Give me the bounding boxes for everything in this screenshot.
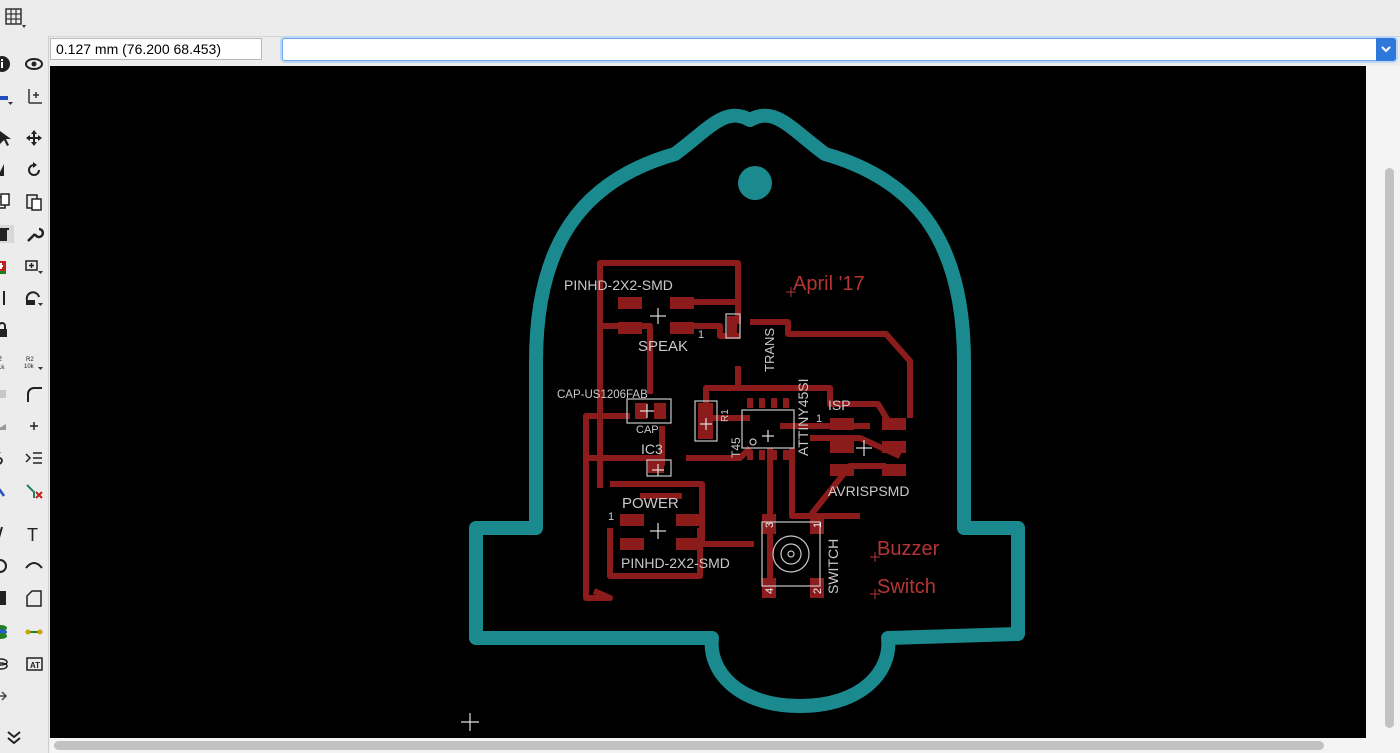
wire-icon[interactable] — [0, 448, 14, 468]
chevron-down-icon — [1381, 46, 1391, 53]
vertical-scroll-thumb[interactable] — [1385, 168, 1394, 728]
hole-icon[interactable] — [0, 654, 14, 674]
line-icon[interactable] — [0, 524, 14, 544]
label-power: POWER — [622, 495, 679, 512]
miter-icon[interactable] — [0, 384, 14, 404]
copy-icon[interactable] — [0, 192, 14, 212]
component-outlines — [626, 313, 821, 587]
command-line-input[interactable] — [285, 39, 1375, 62]
label-speak: SPEAK — [638, 338, 688, 355]
circle-icon[interactable] — [0, 556, 14, 576]
coordinate-display: 0.127 mm (76.200 68.453) — [50, 38, 262, 60]
svg-text:1k: 1k — [0, 365, 5, 371]
label-ic3: IC3 — [641, 441, 663, 457]
mirror-icon[interactable] — [0, 160, 14, 180]
label-pin1-b: 1 — [816, 413, 822, 425]
label-isp: ISP — [828, 397, 851, 413]
polygon-icon[interactable] — [24, 588, 44, 608]
board-canvas[interactable]: PINHD-2X2-SMD SPEAK 1 TRANS ATTINY45SI C… — [50, 66, 1366, 738]
grid-icon[interactable] — [4, 6, 26, 28]
mark-icon[interactable] — [24, 86, 44, 106]
label-attiny: ATTINY45SI — [795, 378, 811, 456]
horizontal-scrollbar[interactable] — [50, 738, 1400, 753]
label-t45: T45 — [729, 437, 743, 458]
label-pinhd-top: PINHD-2X2-SMD — [564, 277, 673, 293]
move-icon[interactable] — [24, 128, 44, 148]
text-icon[interactable]: T — [24, 524, 44, 545]
vertical-scrollbar[interactable] — [1366, 66, 1400, 738]
rotate-icon[interactable] — [24, 160, 44, 180]
rect-icon[interactable] — [0, 588, 14, 608]
command-history-dropdown[interactable] — [1376, 38, 1396, 61]
select-icon[interactable] — [0, 128, 14, 148]
info-icon[interactable] — [0, 54, 14, 74]
paste-icon[interactable] — [24, 192, 44, 212]
board-outline — [469, 108, 1025, 713]
board-drawing: PINHD-2X2-SMD SPEAK 1 TRANS ATTINY45SI C… — [461, 108, 1025, 731]
via-icon[interactable] — [0, 622, 14, 642]
label-trans: TRANS — [762, 328, 777, 372]
add-icon[interactable] — [24, 416, 44, 436]
horizontal-scroll-thumb[interactable] — [54, 741, 1324, 750]
component-labels: PINHD-2X2-SMD SPEAK 1 TRANS ATTINY45SI C… — [557, 277, 909, 594]
command-line-box — [282, 38, 1396, 62]
label-sw-1: 1 — [812, 522, 824, 528]
attribute-icon[interactable]: AT — [24, 654, 44, 674]
signal-icon[interactable] — [0, 482, 14, 502]
grid-arrow-icon[interactable] — [0, 686, 14, 706]
note-switch: Switch — [877, 576, 936, 598]
note-buzzer: Buzzer — [877, 538, 940, 560]
add-part-icon[interactable] — [0, 256, 14, 276]
label-pinhd-bottom: PINHD-2X2-SMD — [621, 555, 730, 571]
label-cap-us: CAP-US1206FAB — [557, 389, 648, 401]
swap-icon[interactable] — [24, 288, 44, 308]
svg-text:10k: 10k — [24, 364, 35, 370]
svg-text:T: T — [27, 525, 38, 544]
copper-traces — [583, 260, 913, 601]
hang-hole — [738, 166, 772, 200]
label-cap: CAP — [636, 424, 659, 436]
route-icon[interactable] — [0, 416, 14, 436]
layers-icon[interactable] — [0, 86, 14, 106]
note-date: April '17 — [793, 273, 865, 295]
replace-icon[interactable] — [0, 288, 14, 308]
label-sw-3: 3 — [764, 522, 776, 528]
eye-icon[interactable] — [24, 54, 44, 74]
wrench-icon[interactable] — [24, 224, 45, 244]
label-pin1-c: 1 — [608, 511, 614, 523]
note-anchors — [786, 287, 880, 599]
label-r1: R1 — [720, 409, 731, 422]
top-bar — [0, 0, 1400, 37]
delete-icon[interactable] — [0, 224, 14, 244]
ripup-icon[interactable] — [24, 482, 44, 502]
more-icon[interactable] — [4, 728, 24, 748]
svg-text:R2: R2 — [26, 357, 34, 363]
dimension-icon[interactable] — [24, 622, 44, 642]
label-avrispsmd: AVRISPSMD — [828, 483, 909, 499]
svg-text:AT: AT — [30, 661, 40, 670]
label-sw-2: 2 — [812, 588, 824, 594]
label-pin1-a: 1 — [698, 329, 704, 341]
split-icon[interactable] — [24, 384, 44, 404]
add-part-variant-icon[interactable] — [24, 256, 44, 276]
svg-text:2: 2 — [0, 356, 2, 363]
lock-icon[interactable] — [0, 320, 14, 340]
label-switch: SWITCH — [825, 539, 841, 594]
bus-icon[interactable] — [24, 448, 44, 468]
label-sw-4: 4 — [764, 588, 776, 594]
origin-crosses — [461, 308, 872, 731]
arc-icon[interactable] — [24, 556, 44, 576]
value-icon[interactable]: 21k — [0, 352, 14, 372]
board-notes: April '17 Buzzer Switch — [793, 273, 940, 598]
